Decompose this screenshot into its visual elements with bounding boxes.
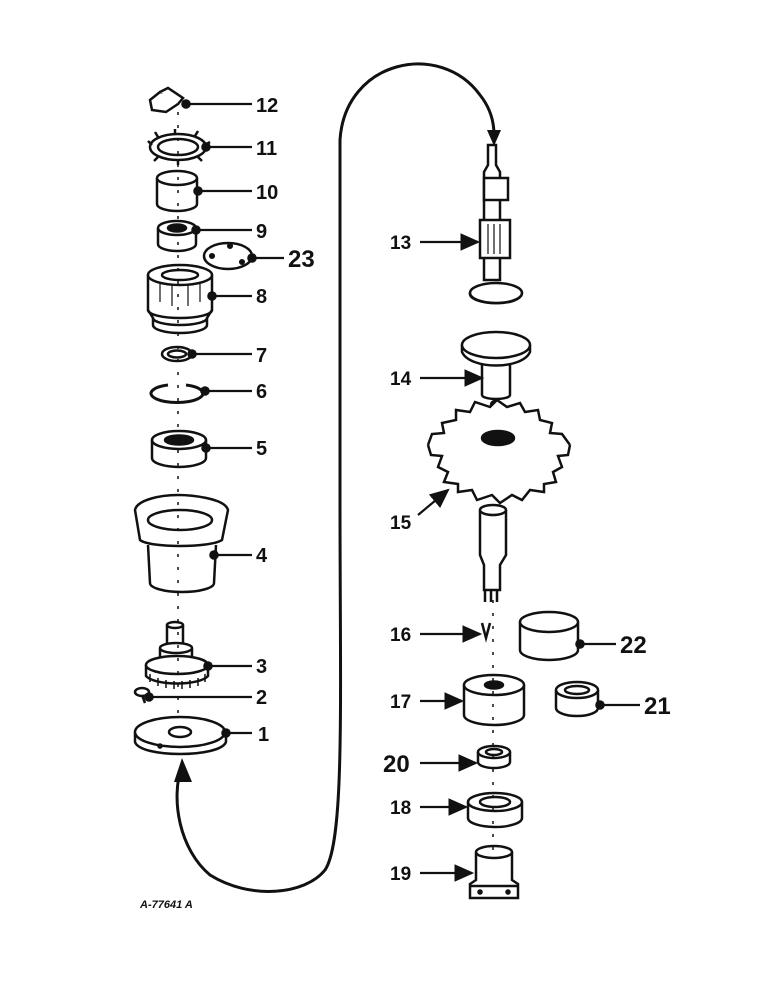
callout-10: 10 <box>256 182 278 204</box>
callout-16: 16 <box>390 625 411 646</box>
part-5-bearing <box>150 429 208 469</box>
assembly-connector-line <box>175 62 496 893</box>
part-11-lockwasher <box>147 129 211 165</box>
callout-14: 14 <box>390 369 412 390</box>
part-14-flanged-sleeve <box>460 330 532 411</box>
callout-12: 12 <box>256 95 278 117</box>
callout-1: 1 <box>258 724 269 746</box>
callout-6: 6 <box>256 381 267 403</box>
part-6-snapring <box>149 383 205 404</box>
callout-15: 15 <box>390 513 412 534</box>
part-20-ring <box>476 744 512 770</box>
callout-7: 7 <box>256 345 267 367</box>
callout-17: 17 <box>390 692 411 713</box>
callout-20: 20 <box>383 751 410 778</box>
leader-lines <box>144 99 640 882</box>
callout-23: 23 <box>288 246 315 273</box>
part-10-sleeve <box>155 169 199 213</box>
part-7-ring <box>160 345 194 363</box>
part-1-plate <box>133 715 228 756</box>
drawing-code: A-77641 A <box>139 899 193 911</box>
callout-19: 19 <box>390 864 411 885</box>
part-8-housing <box>146 263 214 335</box>
part-16-pin <box>480 622 492 643</box>
part-15-sprocket <box>426 398 572 505</box>
part-18-cone <box>466 791 524 829</box>
callout-9: 9 <box>256 221 267 243</box>
part-13-shaft <box>468 143 524 305</box>
part-3-gear <box>144 620 210 689</box>
callout-22: 22 <box>620 632 647 659</box>
callout-4: 4 <box>256 545 268 567</box>
part-2-screw <box>133 686 151 704</box>
part-22-cup <box>518 610 580 662</box>
callout-13: 13 <box>390 233 411 254</box>
lower-shaft <box>478 503 508 602</box>
callout-2: 2 <box>256 687 267 709</box>
part-4-cup-housing <box>133 493 230 594</box>
callout-3: 3 <box>256 656 267 678</box>
part-23-gasket <box>202 241 254 271</box>
part-19-base <box>468 844 520 900</box>
callout-5: 5 <box>256 438 267 460</box>
part-17-hub <box>462 673 526 727</box>
part-21-bearing <box>554 680 600 718</box>
connector-arrowhead-up <box>174 758 192 782</box>
callout-8: 8 <box>256 286 267 308</box>
part-9-bearing <box>156 219 198 253</box>
callout-11: 11 <box>256 138 277 160</box>
part-12-clip <box>148 86 185 114</box>
callout-21: 21 <box>644 693 671 720</box>
connector-arrowhead-down <box>487 130 501 146</box>
callout-18: 18 <box>390 798 411 819</box>
